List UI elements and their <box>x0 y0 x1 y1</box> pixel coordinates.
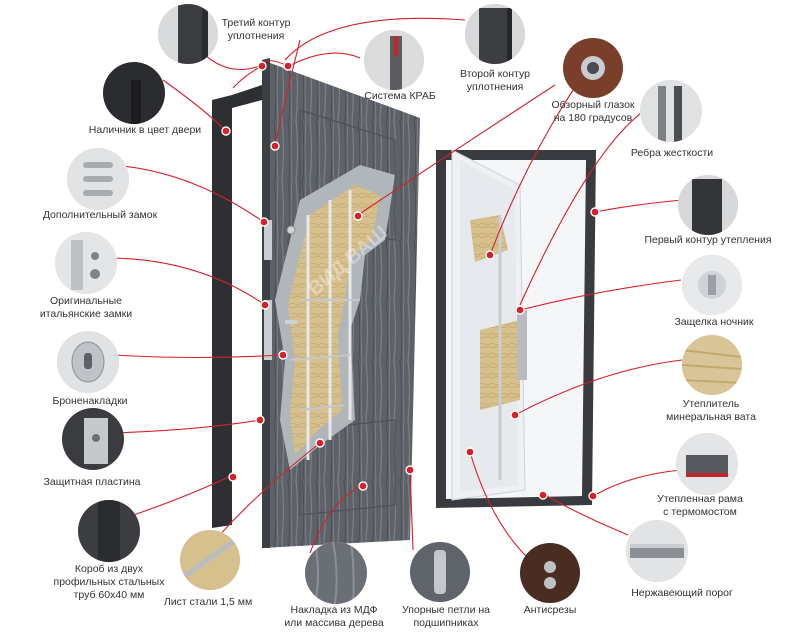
label-insulated-frame: Утепленная рама с термомостом <box>657 493 743 518</box>
label-protective-plate: Защитная пластина <box>43 476 141 488</box>
thumb-frame-trim <box>103 62 165 124</box>
label-mineral-wool: Утеплитель минеральная вата <box>666 398 756 423</box>
thumb-armor-plates <box>57 331 119 393</box>
thumb-krab-system <box>364 30 424 90</box>
label-third-seal: Третий контур уплотнения <box>221 17 291 42</box>
thumb-insulated-frame <box>676 433 738 495</box>
label-first-insulation: Первый контур утепления <box>644 234 772 246</box>
label-armor-plates: Броненакладки <box>52 395 128 407</box>
label-krab-system: Система КРАБ <box>364 90 436 102</box>
thumb-threshold <box>626 520 688 582</box>
label-night-latch: Защелка ночник <box>674 316 754 328</box>
label-trim: Наличник в цвет двери <box>88 124 202 136</box>
label-mdf-panel: Накладка из МДФ или массива дерева <box>284 604 384 629</box>
label-steel-sheet: Лист стали 1,5 мм <box>163 596 253 608</box>
label-frame-box: Короб из двух профильных стальных труб 6… <box>53 563 165 601</box>
right-door-illustration <box>436 149 596 508</box>
thumb-italian-locks <box>55 232 117 294</box>
thumb-hinges <box>410 542 470 602</box>
thumb-peephole <box>563 38 623 98</box>
label-ribs: Ребра жесткости <box>630 147 714 159</box>
thumb-protective-plate <box>62 408 124 470</box>
label-peephole: Обзорный глазок на 180 градусов <box>551 99 635 124</box>
label-extra-lock: Дополнительный замок <box>42 209 158 221</box>
thumb-steel-sheet <box>180 530 240 590</box>
thumb-third-seal <box>158 4 218 64</box>
thumb-mdf-panel <box>305 542 367 604</box>
thumb-second-seal <box>465 4 525 64</box>
label-second-seal: Второй контур уплотнения <box>460 68 530 93</box>
thumb-stiffening-ribs <box>640 80 702 142</box>
label-threshold: Нержавеющий порог <box>631 587 733 599</box>
thumb-night-latch <box>682 255 742 315</box>
thumb-extra-lock <box>67 148 129 210</box>
marker-dots <box>221 61 600 501</box>
thumb-mineral-wool <box>682 335 742 395</box>
label-anti-cut: Антисрезы <box>523 604 577 616</box>
thumb-anti-cut <box>520 543 580 603</box>
left-door-illustration <box>212 58 420 548</box>
label-italian-locks: Оригинальные итальянские замки <box>39 295 133 320</box>
label-hinges: Упорные петли на подшипниках <box>402 604 490 629</box>
thumb-first-insulation <box>678 175 738 235</box>
thumb-frame-box <box>78 500 140 562</box>
